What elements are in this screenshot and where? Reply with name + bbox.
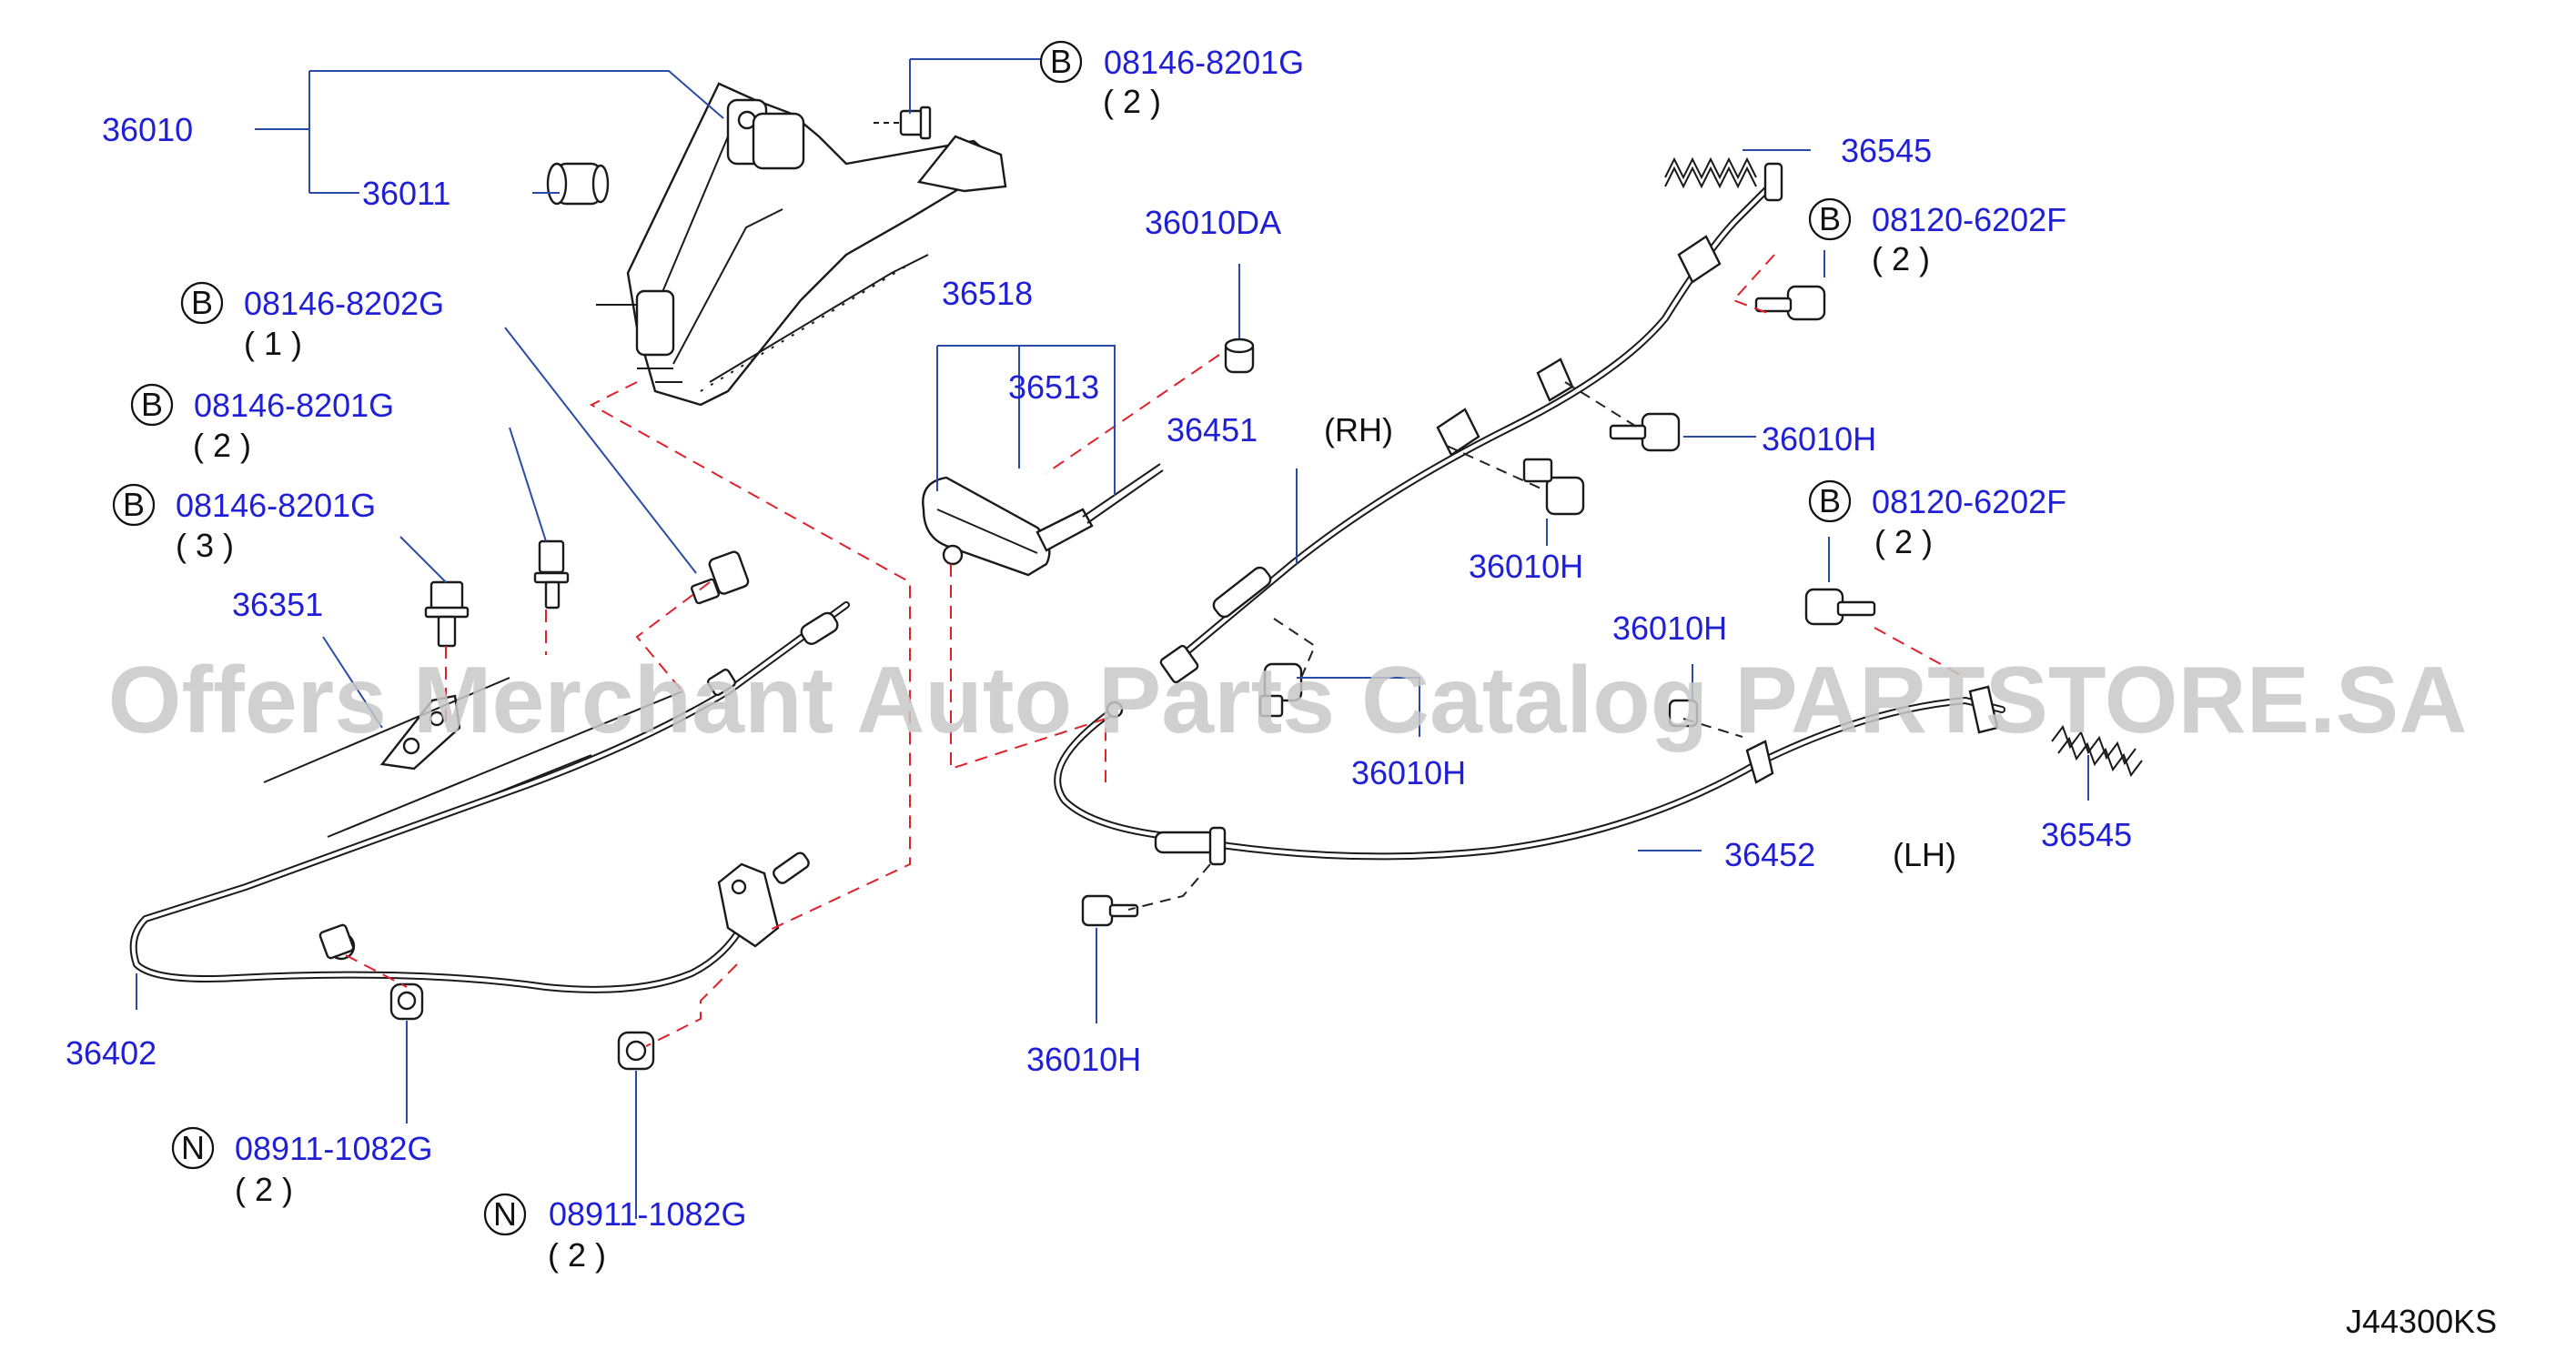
front-cable [129, 601, 850, 993]
label-36010h-c: 36010H [1612, 610, 1727, 647]
badge-b1: B [1050, 43, 1072, 80]
bolt-36010h-e [1081, 894, 1139, 927]
badge-n2: N [493, 1195, 517, 1233]
label-36010: 36010 [102, 111, 193, 148]
nut-36010da [1224, 338, 1255, 374]
label-08911-1082g-a: 08911-1082G [235, 1130, 433, 1167]
qty-08120-6202f-b: ( 2 ) [1874, 523, 1933, 560]
label-08146-8202g: 08146-8202G [244, 285, 444, 322]
label-36010h-d: 36010H [1351, 754, 1466, 791]
bolt-b1 [874, 106, 932, 140]
label-36545-top: 36545 [1841, 132, 1932, 169]
label-lh: (LH) [1893, 836, 1956, 873]
lh-rear-cable [1054, 685, 2005, 866]
diagram-code: J44300KS [2346, 1303, 2497, 1340]
watermark: Offers Merchant Auto Parts Catalog PARTS… [108, 648, 2468, 753]
bolt-b2 [691, 550, 750, 605]
label-36010h-a: 36010H [1762, 420, 1876, 458]
label-08146-8201g-c: 08146-8201G [176, 487, 376, 524]
label-36545-bottom: 36545 [2041, 816, 2132, 853]
bolt-36010h-d [1258, 662, 1303, 718]
badge-b3: B [141, 386, 163, 423]
spring-bottom [2051, 724, 2143, 778]
label-08911-1082g-b: 08911-1082G [549, 1195, 747, 1233]
bushing [546, 162, 610, 206]
badge-b4: B [123, 486, 145, 523]
pedal-assembly [596, 82, 1007, 407]
bolt-b4 [424, 580, 470, 648]
label-36351: 36351 [232, 586, 323, 623]
bolt-b6 [1804, 588, 1876, 626]
alignment-lines [345, 254, 1966, 1047]
label-36518: 36518 [942, 275, 1033, 312]
label-08146-8201g-b: 08146-8201G [194, 387, 394, 424]
label-36452: 36452 [1724, 836, 1815, 873]
bolt-36010h-b [1522, 458, 1585, 516]
bolt-b3 [533, 539, 570, 610]
bolt-b5 [1754, 285, 1826, 321]
leader-lines [136, 58, 2089, 1219]
label-36010h-e: 36010H [1026, 1041, 1141, 1078]
qty-08146-8202g: ( 1 ) [244, 325, 302, 362]
qty-08911-1082g-b: ( 2 ) [548, 1236, 606, 1274]
badge-b2: B [191, 284, 213, 321]
badges: B B B B B B N N [112, 40, 1852, 1236]
label-08120-6202f-b: 08120-6202F [1872, 483, 2066, 520]
badge-b5: B [1819, 200, 1841, 237]
bolt-36010h-c [1668, 699, 1699, 728]
badge-n1: N [181, 1129, 205, 1166]
label-36010h-b: 36010H [1469, 548, 1583, 585]
nut-n2 [617, 1031, 655, 1071]
label-36451: 36451 [1167, 411, 1258, 448]
qty-08146-8201g-c: ( 3 ) [176, 527, 234, 564]
callout-labels: 36010 36011 08146-8201G ( 2 ) 08146-8202… [66, 44, 2497, 1340]
qty-08146-8201g-a: ( 2 ) [1103, 83, 1161, 120]
qty-08120-6202f-a: ( 2 ) [1872, 240, 1930, 277]
label-36011: 36011 [362, 175, 450, 212]
nut-n1 [389, 982, 424, 1021]
label-36513: 36513 [1008, 368, 1099, 406]
qty-08911-1082g-a: ( 2 ) [235, 1171, 293, 1208]
qty-08146-8201g-b: ( 2 ) [193, 427, 251, 464]
label-36010da: 36010DA [1145, 204, 1281, 241]
label-36402: 36402 [66, 1034, 157, 1072]
label-08146-8201g-a: 08146-8201G [1104, 44, 1304, 81]
label-08120-6202f-a: 08120-6202F [1872, 201, 2066, 238]
spring-top [1664, 156, 1757, 189]
bolt-36010h-a [1609, 412, 1681, 452]
badge-b6: B [1819, 482, 1841, 519]
release-handle [922, 463, 1164, 577]
label-rh: (RH) [1324, 411, 1393, 448]
